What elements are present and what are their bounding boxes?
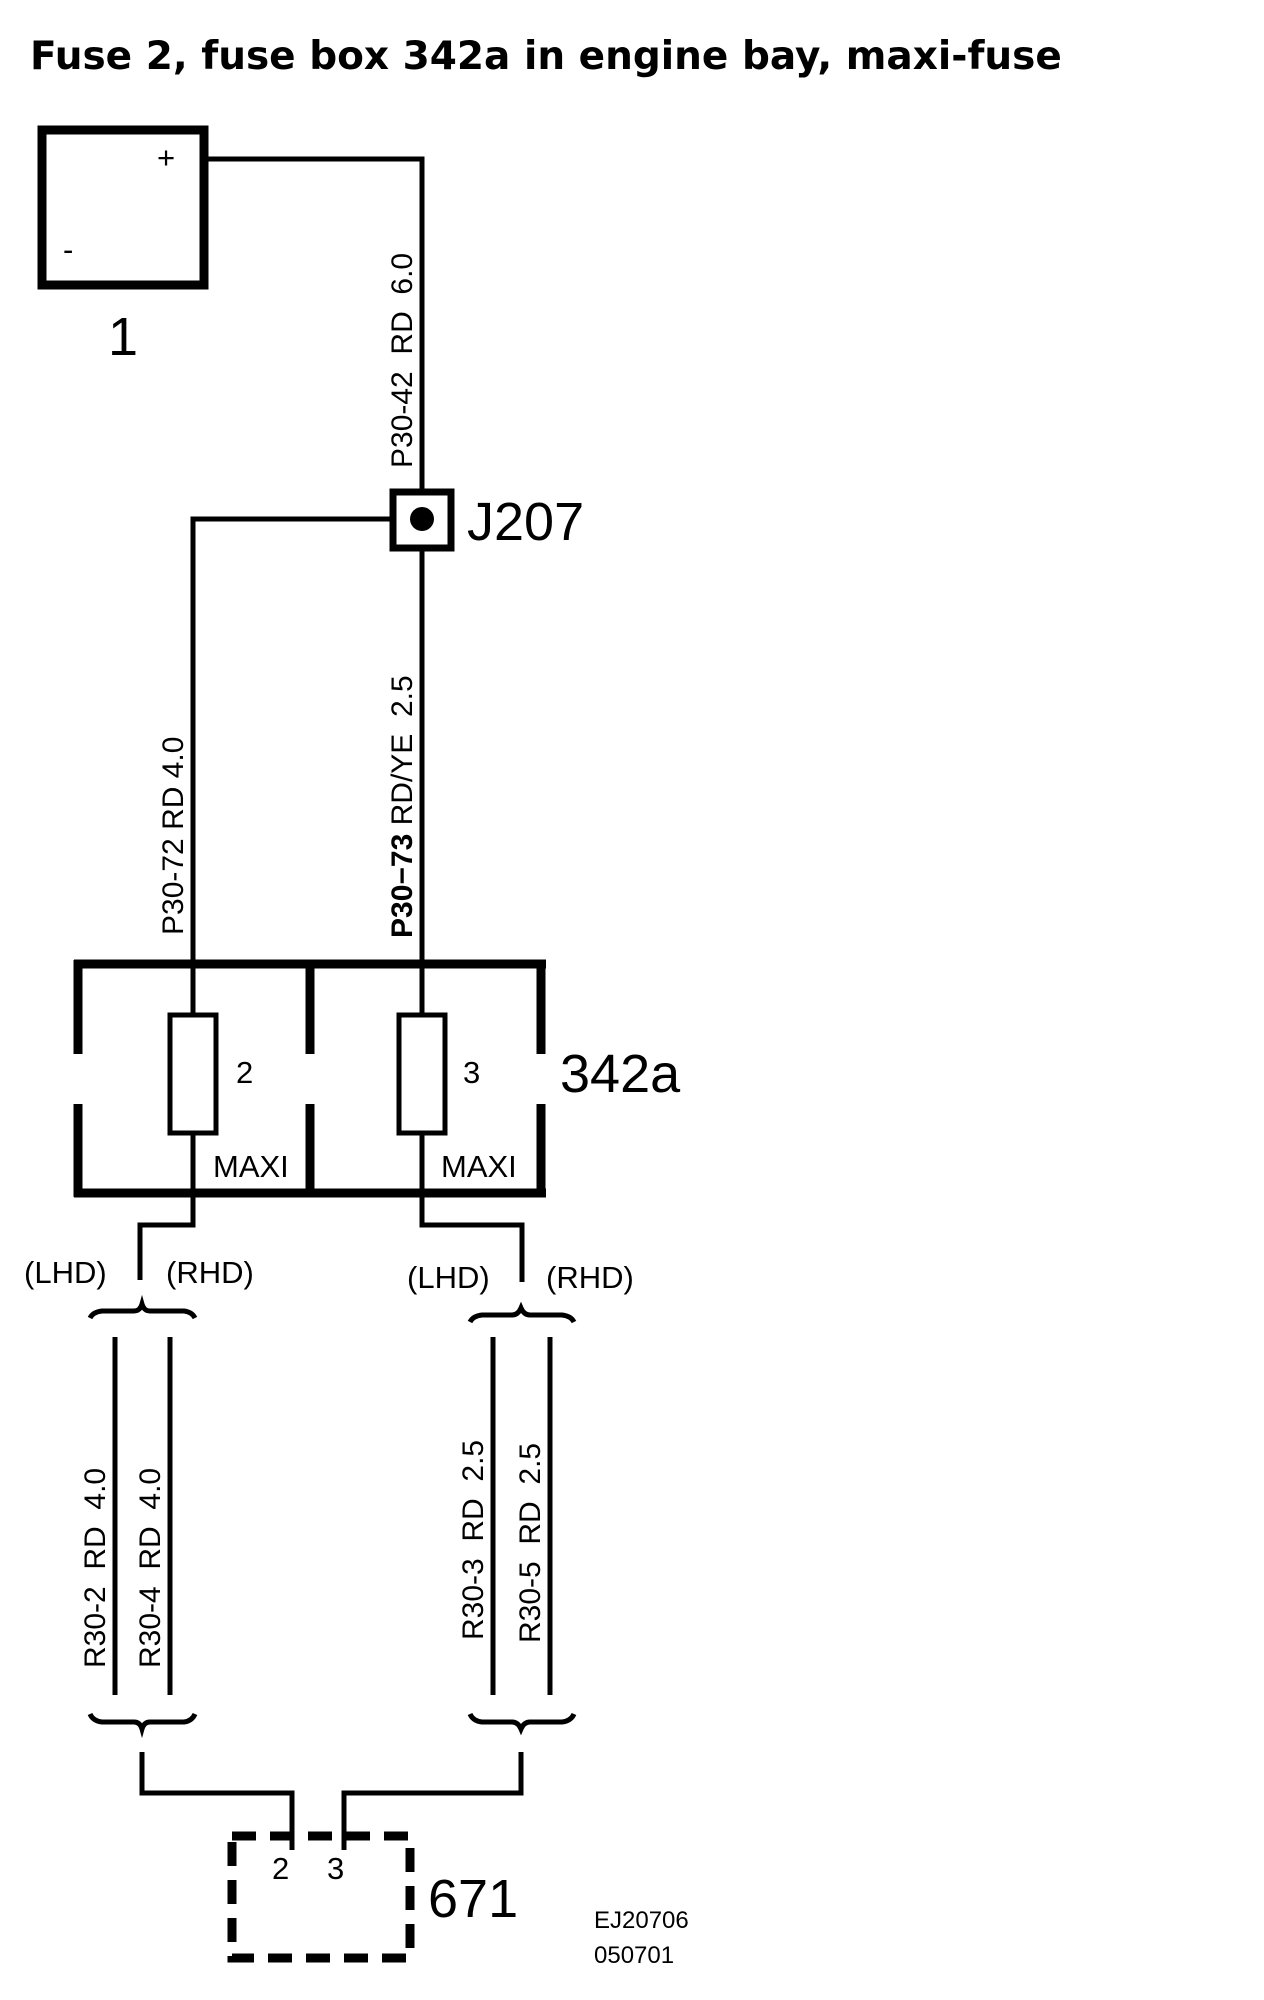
wire-label-r30-3: R30-3 RD 2.5 — [457, 1440, 490, 1640]
wire-j207-to-fuse2 — [190, 516, 400, 1218]
fuse-3-number: 3 — [463, 1055, 480, 1090]
brace-lower-right — [467, 1712, 577, 1736]
junction-id-label: J207 — [467, 492, 584, 552]
variant-label-rhd-fuse3: (RHD) — [546, 1260, 634, 1295]
connector-pin3-label: 3 — [327, 1851, 344, 1886]
wire-label-r30-4: R30-4 RD 4.0 — [134, 1468, 167, 1668]
junction-node — [410, 507, 434, 531]
battery-id-label: 1 — [108, 307, 138, 367]
fuse-2-type: MAXI — [213, 1149, 289, 1184]
wire-label-battery-to-j207: P30-42 RD 6.0 — [386, 253, 419, 468]
diagram-date: 050701 — [594, 1942, 674, 1969]
battery-box — [37, 125, 209, 290]
variant-label-lhd-fuse2: (LHD) — [24, 1255, 107, 1290]
diagram-title: Fuse 2, fuse box 342a in engine bay, max… — [30, 34, 1062, 79]
fuse-3-type: MAXI — [441, 1149, 517, 1184]
wire-label-j207-to-fuse3-rest: RD/YE 2.5 — [386, 675, 419, 833]
wire-label-r30-5: R30-5 RD 2.5 — [514, 1443, 547, 1643]
wire-fuse2-output — [137, 1193, 196, 1280]
wire-label-j207-to-fuse3-bold: P30−73 — [386, 834, 419, 938]
wire-label-r30-2: R30-2 RD 4.0 — [79, 1468, 112, 1668]
wire-label-j207-to-fuse2: P30-72 RD 4.0 — [157, 737, 190, 935]
fuse-2-number: 2 — [236, 1055, 253, 1090]
fuse-3-symbol — [396, 1012, 448, 1136]
brace-upper-right — [467, 1301, 577, 1324]
battery-plus-terminal: + — [157, 140, 175, 175]
wire-battery-to-j207 — [208, 156, 425, 500]
battery: + - 1 — [37, 125, 209, 367]
fusebox-342a: 2 MAXI 3 MAXI 342a — [73, 959, 681, 1198]
wire-to-connector-pin3 — [341, 1752, 524, 1836]
brace-lower-left — [87, 1712, 198, 1739]
diagram-code: EJ20706 — [594, 1907, 689, 1934]
battery-minus-terminal: - — [63, 232, 73, 267]
variant-label-rhd-fuse2: (RHD) — [166, 1255, 254, 1290]
brace-upper-left — [87, 1294, 198, 1320]
fusebox-id-label: 342a — [560, 1044, 681, 1104]
connector-671: 2 3 671 — [227, 1831, 518, 1963]
wire-label-j207-to-fuse3: P30−73 RD/YE 2.5 — [386, 675, 419, 938]
junction-j207: J207 — [389, 488, 584, 552]
connector-id-label: 671 — [428, 1869, 518, 1929]
wire-to-connector-pin2 — [139, 1752, 295, 1836]
connector-pin2-label: 2 — [272, 1851, 289, 1886]
fuse-2-symbol — [167, 1012, 219, 1136]
connector-outline — [227, 1831, 415, 1963]
wire-fuse3-output — [419, 1193, 525, 1282]
junction-box — [389, 488, 455, 552]
variant-label-lhd-fuse3: (LHD) — [407, 1260, 490, 1295]
